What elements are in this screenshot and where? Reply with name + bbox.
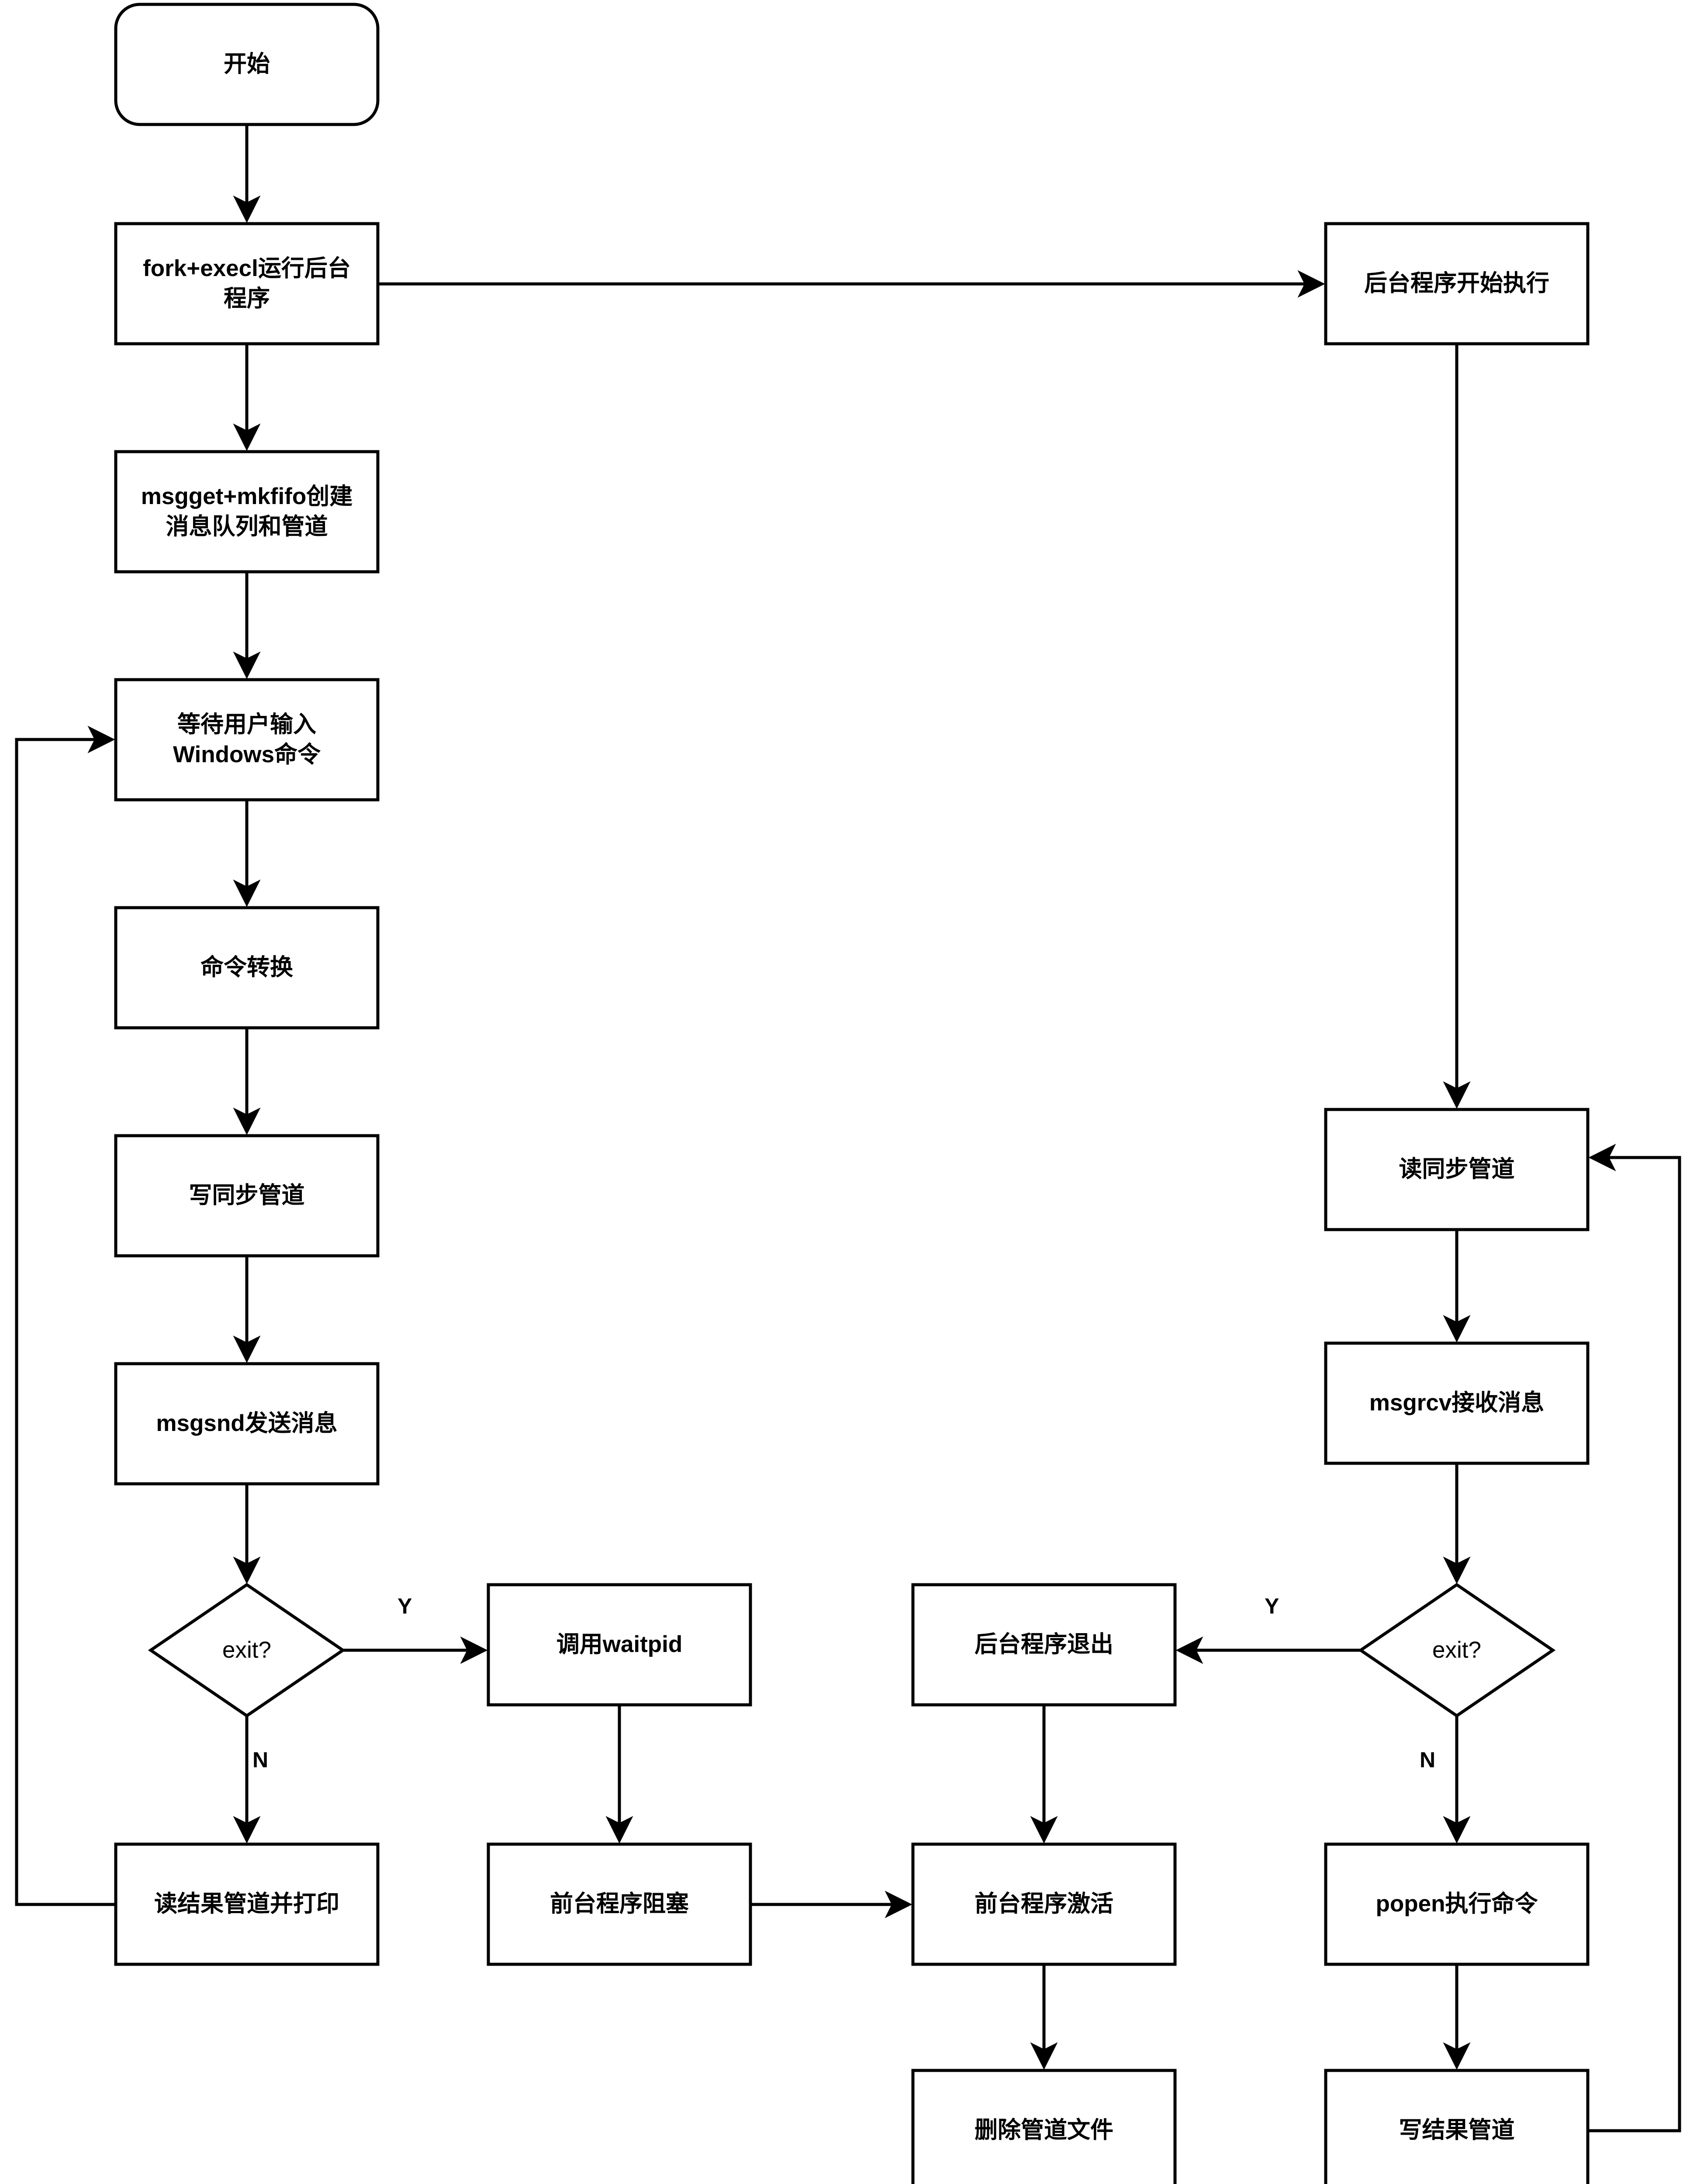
- node-cmd-convert[interactable]: [114, 906, 380, 1030]
- edge-write-result-loop-to-read-sync: [1588, 1144, 1681, 2132]
- node-write-result-pipe[interactable]: [1324, 2069, 1590, 2184]
- edge-label-no-left: N: [252, 1748, 269, 1772]
- node-exit-right[interactable]: [1358, 1583, 1556, 1718]
- node-fork-execl[interactable]: [114, 222, 380, 346]
- edge-label-no-right: N: [1420, 1748, 1436, 1772]
- node-fg-activate[interactable]: [911, 1842, 1177, 1966]
- node-delete-pipe-file[interactable]: [911, 2069, 1177, 2184]
- edge-read-result-loop-to-wait-input: [15, 726, 116, 1906]
- node-exit-left[interactable]: [148, 1583, 346, 1718]
- node-msgget-mkfifo[interactable]: [114, 450, 380, 574]
- node-read-result-print[interactable]: [114, 1842, 380, 1966]
- edge-label-yes-left: Y: [397, 1594, 412, 1618]
- node-read-sync-pipe[interactable]: [1324, 1108, 1590, 1231]
- node-msgsnd[interactable]: [114, 1362, 380, 1486]
- node-fg-blocked[interactable]: [487, 1842, 752, 1966]
- node-start[interactable]: [114, 3, 380, 126]
- node-write-sync-pipe[interactable]: [114, 1134, 380, 1258]
- edge-label-yes-right: Y: [1265, 1594, 1279, 1618]
- node-bg-exit[interactable]: [911, 1583, 1177, 1707]
- node-wait-input[interactable]: [114, 678, 380, 802]
- node-bg-start[interactable]: [1324, 222, 1590, 346]
- node-call-waitpid[interactable]: [487, 1583, 752, 1707]
- node-msgrcv[interactable]: [1324, 1341, 1590, 1465]
- node-popen-exec[interactable]: [1324, 1842, 1590, 1966]
